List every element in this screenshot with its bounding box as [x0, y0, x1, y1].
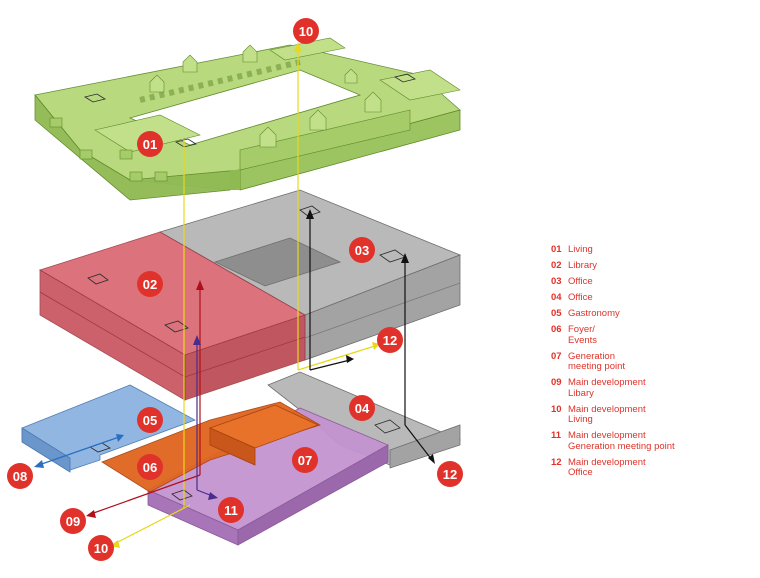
legend-label: Gastronomy	[568, 308, 620, 319]
svg-text:11: 11	[224, 503, 238, 518]
svg-text:12: 12	[443, 467, 457, 482]
legend-item: 10 Main development Living	[551, 403, 756, 426]
legend-label: Office	[568, 292, 593, 303]
svg-text:03: 03	[355, 243, 369, 258]
legend-number: 02	[551, 260, 562, 271]
layer-meeting-point	[147, 407, 389, 546]
badge-05: 05	[137, 407, 163, 433]
arrows	[34, 42, 435, 548]
layer-gastronomy	[21, 384, 196, 473]
legend-item: 05 Gastronomy	[551, 308, 756, 320]
legend-item: 06 Foyer/ Events	[551, 324, 756, 346]
badge-11: 11	[218, 497, 244, 523]
legend-number: 10	[551, 403, 562, 415]
legend-number: 06	[551, 324, 562, 335]
badge-04: 04	[349, 395, 375, 421]
svg-text:10: 10	[299, 24, 313, 39]
svg-text:02: 02	[143, 277, 157, 292]
legend-number: 09	[551, 377, 562, 388]
legend-item: 01 Living	[551, 244, 756, 256]
legend-label: Main development Generation meeting poin…	[568, 430, 675, 452]
svg-text:07: 07	[298, 453, 312, 468]
legend-item: 11 Main development Generation meeting po…	[551, 430, 756, 452]
legend-number: 01	[551, 244, 562, 255]
legend-label: Main development Office	[568, 456, 646, 478]
svg-text:04: 04	[355, 401, 370, 416]
legend-label: Living	[568, 244, 593, 255]
svg-text:05: 05	[143, 413, 157, 428]
svg-text:08: 08	[13, 469, 27, 484]
legend-number: 07	[551, 350, 562, 362]
legend-item: 07 Generation meeting point	[551, 350, 756, 373]
badge-09: 09	[60, 508, 86, 534]
legend-label: Main development Living	[568, 403, 646, 425]
legend-label: Foyer/ Events	[568, 324, 598, 346]
badge-02: 02	[137, 271, 163, 297]
badges: 01 02 03 04 05 06 07 08	[7, 18, 463, 561]
badge-10-bottom: 10	[88, 535, 114, 561]
legend-number: 05	[551, 308, 562, 319]
legend-label: Library	[568, 260, 598, 271]
svg-text:12: 12	[383, 333, 397, 348]
legend-item: 02 Library	[551, 260, 756, 272]
badge-07: 07	[292, 447, 318, 473]
legend-label: Generation meeting point	[568, 350, 626, 372]
svg-text:09: 09	[66, 514, 80, 529]
legend-label: Office	[568, 276, 593, 287]
legend-number: 12	[551, 456, 562, 468]
exploded-axonometric-diagram: 01 02 03 04 05 06 07 08	[7, 18, 463, 561]
legend-item: 04 Office	[551, 292, 756, 304]
legend-number: 04	[551, 292, 562, 303]
badge-08: 08	[7, 463, 33, 489]
badge-10-top: 10	[293, 18, 319, 44]
badge-06: 06	[137, 454, 163, 480]
badge-01: 01	[137, 131, 163, 157]
svg-text:10: 10	[94, 541, 108, 556]
layer-library	[39, 231, 306, 401]
legend-item: 09 Main development Libary	[551, 377, 756, 399]
badge-12-upper: 12	[377, 327, 403, 353]
svg-text:06: 06	[143, 460, 157, 475]
legend-item: 12 Main development Office	[551, 456, 756, 479]
layer-living	[34, 37, 461, 201]
badge-03: 03	[349, 237, 375, 263]
legend-item: 03 Office	[551, 276, 756, 288]
badge-12-lower: 12	[437, 461, 463, 487]
svg-text:01: 01	[143, 137, 157, 152]
legend-number: 03	[551, 276, 562, 287]
legend-label: Main development Libary	[568, 377, 646, 399]
legend-number: 11	[551, 430, 562, 441]
